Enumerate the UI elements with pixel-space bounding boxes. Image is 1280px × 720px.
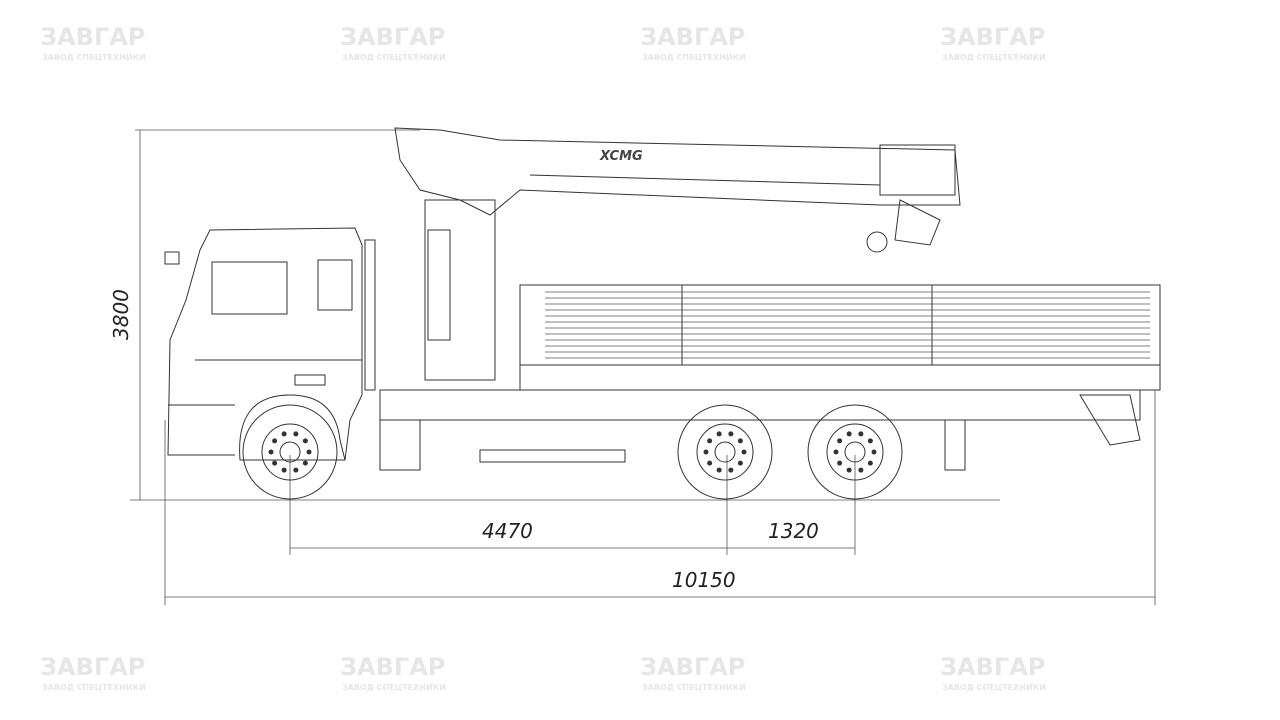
wheel-nut: [837, 460, 843, 466]
wheel-nut: [281, 431, 287, 437]
dimension-lines: [130, 129, 1156, 605]
svg-text:ЗАВОД СПЕЦТЕХНИКИ: ЗАВОД СПЕЦТЕХНИКИ: [942, 53, 1046, 62]
wheel: [714, 441, 736, 463]
wheel-nut: [302, 460, 308, 466]
dimension-overall-length: 10150: [672, 568, 736, 592]
svg-text:ЗАВГАР: ЗАВГАР: [40, 23, 145, 51]
wheel-nut: [268, 449, 274, 455]
svg-text:ЗАВГАР: ЗАВГАР: [940, 653, 1045, 681]
wheel-nut: [728, 467, 734, 473]
svg-text:ЗАВГАР: ЗАВГАР: [340, 653, 445, 681]
wheel-nut: [846, 431, 852, 437]
wheel-nut: [281, 467, 287, 473]
wheel-nut: [707, 460, 713, 466]
dimension-height: 3800: [109, 289, 133, 340]
wheel-nut: [741, 449, 747, 455]
watermark: ЗАВГАР ЗАВОД СПЕЦТЕХНИКИ: [940, 23, 1046, 62]
watermark: ЗАВГАР ЗАВОД СПЕЦТЕХНИКИ: [640, 23, 746, 62]
wheel: [807, 404, 903, 500]
wheel-nut: [703, 449, 709, 455]
svg-text:ЗАВОД СПЕЦТЕХНИКИ: ЗАВОД СПЕЦТЕХНИКИ: [342, 53, 446, 62]
svg-text:ЗАВГАР: ЗАВГАР: [940, 23, 1045, 51]
wheel-nut: [272, 438, 278, 444]
svg-text:ЗАВОД СПЕЦТЕХНИКИ: ЗАВОД СПЕЦТЕХНИКИ: [642, 53, 746, 62]
crane-logo: XCMG: [599, 149, 643, 164]
flatbed: [379, 284, 1161, 471]
wheel-nut: [293, 431, 299, 437]
watermark: ЗАВГАР ЗАВОД СПЕЦТЕХНИКИ: [40, 653, 146, 692]
dimension-wheelbase-rear: 1320: [768, 519, 819, 543]
dimension-wheelbase-front: 4470: [482, 519, 533, 543]
wheel: [261, 423, 319, 481]
wheel-nut: [858, 431, 864, 437]
wheel-nut: [871, 449, 877, 455]
wheel-nut: [293, 467, 299, 473]
svg-text:ЗАВГАР: ЗАВГАР: [340, 23, 445, 51]
svg-text:ЗАВГАР: ЗАВГАР: [40, 653, 145, 681]
wheel-nut: [716, 431, 722, 437]
watermark-layer: ЗАВГАР ЗАВОД СПЕЦТЕХНИКИ ЗАВГАР ЗАВОД СПЕЦТ…: [40, 23, 1046, 692]
wheels: [242, 404, 903, 500]
wheel-nut: [306, 449, 312, 455]
wheel: [696, 423, 754, 481]
truck-cab: [164, 227, 376, 461]
watermark: ЗАВГАР ЗАВОД СПЕЦТЕХНИКИ: [640, 653, 746, 692]
wheel: [844, 441, 866, 463]
svg-text:ЗАВГАР: ЗАВГАР: [640, 23, 745, 51]
wheel-nut: [858, 467, 864, 473]
watermark: ЗАВГАР ЗАВОД СПЕЦТЕХНИКИ: [40, 23, 146, 62]
svg-text:ЗАВОД СПЕЦТЕХНИКИ: ЗАВОД СПЕЦТЕХНИКИ: [642, 683, 746, 692]
wheel-nut: [272, 460, 278, 466]
svg-text:ЗАВГАР: ЗАВГАР: [640, 653, 745, 681]
wheel-nut: [867, 460, 873, 466]
wheel-nut: [737, 438, 743, 444]
crane: XCMG: [394, 127, 961, 381]
wheel-nut: [846, 467, 852, 473]
svg-text:ЗАВОД СПЕЦТЕХНИКИ: ЗАВОД СПЕЦТЕХНИКИ: [942, 683, 1046, 692]
watermark: ЗАВГАР ЗАВОД СПЕЦТЕХНИКИ: [340, 653, 446, 692]
svg-text:ЗАВОД СПЕЦТЕХНИКИ: ЗАВОД СПЕЦТЕХНИКИ: [342, 683, 446, 692]
wheel-nut: [833, 449, 839, 455]
wheel-nut: [716, 467, 722, 473]
svg-text:ЗАВОД СПЕЦТЕХНИКИ: ЗАВОД СПЕЦТЕХНИКИ: [42, 683, 146, 692]
wheel-nut: [707, 438, 713, 444]
wheel-nut: [302, 438, 308, 444]
wheel: [677, 404, 773, 500]
wheel: [242, 404, 338, 500]
wheel-nut: [737, 460, 743, 466]
wheel: [279, 441, 301, 463]
svg-text:ЗАВОД СПЕЦТЕХНИКИ: ЗАВОД СПЕЦТЕХНИКИ: [42, 53, 146, 62]
watermark: ЗАВГАР ЗАВОД СПЕЦТЕХНИКИ: [940, 653, 1046, 692]
wheel: [826, 423, 884, 481]
wheel-nut: [867, 438, 873, 444]
wheel-nut: [728, 431, 734, 437]
wheel-nut: [837, 438, 843, 444]
watermark: ЗАВГАР ЗАВОД СПЕЦТЕХНИКИ: [340, 23, 446, 62]
